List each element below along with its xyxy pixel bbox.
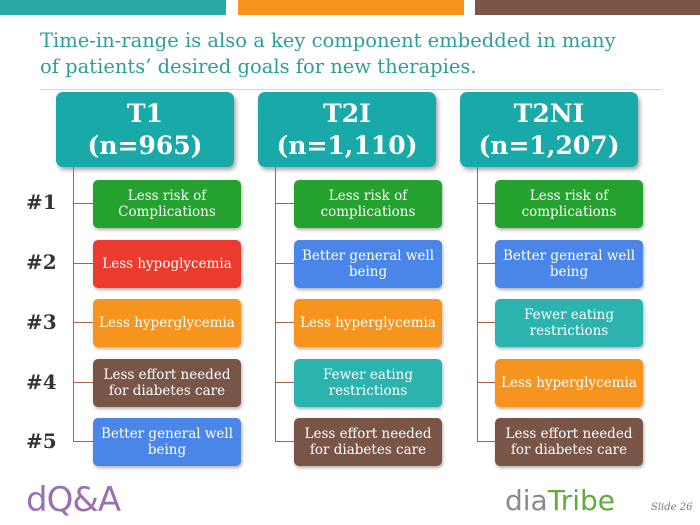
connector-t2i xyxy=(275,167,276,442)
goal-box: Less effort needed for diabetes care xyxy=(495,418,643,466)
goal-box: Less risk of Complications xyxy=(93,180,241,228)
connector-stub xyxy=(73,382,93,383)
header-t1: T1 (n=965) xyxy=(56,92,234,167)
rank-2: #2 xyxy=(26,250,57,274)
top-bar-brown xyxy=(475,0,700,15)
goal-box: Less risk of complications xyxy=(495,180,643,228)
connector-stub xyxy=(275,322,294,323)
slide-number: Slide 26 xyxy=(651,502,693,513)
goal-box: Less effort needed for diabetes care xyxy=(294,418,442,466)
slide-title: Time-in-range is also a key component em… xyxy=(40,28,670,80)
connector-stub xyxy=(477,441,495,442)
goal-box: Better general well being xyxy=(294,240,442,288)
goal-box: Less hypoglycemia xyxy=(93,240,241,288)
goal-box: Better general well being xyxy=(93,418,241,466)
goal-box: Fewer eating restrictions xyxy=(495,299,643,347)
connector-stub xyxy=(477,263,495,264)
rank-5: #5 xyxy=(26,429,57,453)
connector-stub xyxy=(477,322,495,323)
header-t1-name: T1 xyxy=(127,98,163,128)
connector-stub xyxy=(73,203,93,204)
goal-box: Better general well being xyxy=(495,240,643,288)
goal-box: Fewer eating restrictions xyxy=(294,359,442,407)
connector-stub xyxy=(275,441,294,442)
slide-title-line-1: Time-in-range is also a key component em… xyxy=(40,29,616,52)
connector-stub xyxy=(275,203,294,204)
header-t2ni-n: (n=1,207) xyxy=(478,130,620,160)
connector-stub xyxy=(275,263,294,264)
connector-t2ni xyxy=(477,167,478,442)
connector-stub xyxy=(477,203,495,204)
top-bar-orange xyxy=(238,0,464,15)
header-t2ni-name: T2NI xyxy=(513,98,585,128)
goal-box: Less risk of complications xyxy=(294,180,442,228)
connector-stub xyxy=(73,441,93,442)
title-divider xyxy=(40,89,662,90)
header-t2ni: T2NI (n=1,207) xyxy=(460,92,638,167)
rank-1: #1 xyxy=(26,190,57,214)
slide-title-line-2: of patients’ desired goals for new thera… xyxy=(40,55,477,78)
header-t1-n: (n=965) xyxy=(87,130,203,160)
goal-box: Less effort needed for diabetes care xyxy=(93,359,241,407)
connector-stub xyxy=(275,382,294,383)
goal-box: Less hyperglycemia xyxy=(294,299,442,347)
rank-3: #3 xyxy=(26,310,57,334)
goal-box: Less hyperglycemia xyxy=(495,359,643,407)
top-bar-teal xyxy=(0,0,226,15)
goal-box: Less hyperglycemia xyxy=(93,299,241,347)
connector-t1 xyxy=(73,167,74,442)
header-t2i-name: T2I xyxy=(323,98,371,128)
diatribe-logo-dia: dia xyxy=(505,484,548,517)
connector-stub xyxy=(73,322,93,323)
rank-4: #4 xyxy=(26,370,57,394)
diatribe-logo-tribe: Tribe xyxy=(547,484,615,517)
connector-stub xyxy=(73,263,93,264)
header-t2i-n: (n=1,110) xyxy=(276,130,418,160)
header-t2i: T2I (n=1,110) xyxy=(258,92,436,167)
dqa-logo: dQ&A xyxy=(26,480,121,520)
diatribe-logo: diaTribe xyxy=(505,484,615,517)
connector-stub xyxy=(477,382,495,383)
